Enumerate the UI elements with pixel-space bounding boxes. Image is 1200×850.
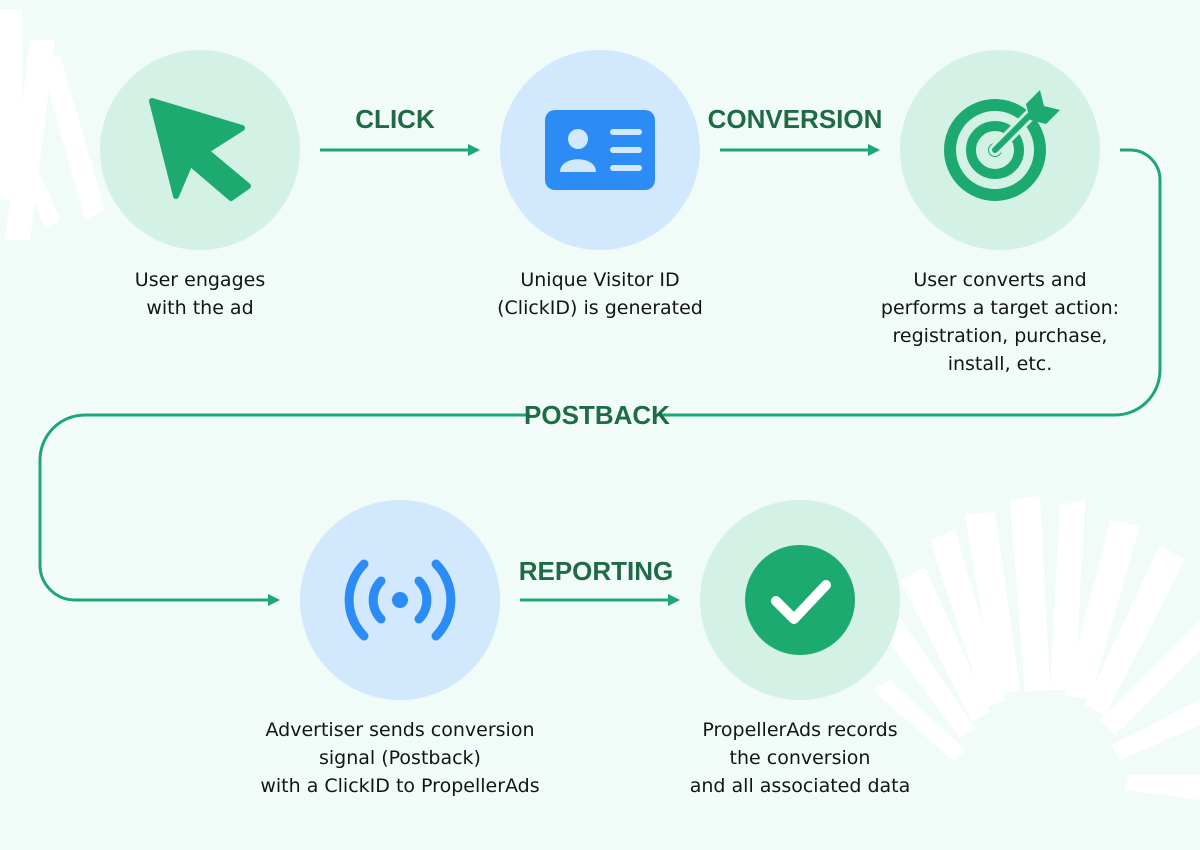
- node-postback-signal: [300, 500, 500, 700]
- postback-connector-left: [38, 413, 530, 606]
- record-caption-line: and all associated data: [689, 775, 911, 797]
- postback-signal-caption-line: signal (Postback): [319, 747, 481, 769]
- visitor-id-caption-line: Unique Visitor ID: [520, 269, 680, 291]
- cursor-icon: [149, 98, 251, 201]
- convert-caption-line: registration, purchase,: [892, 325, 1108, 347]
- conversion-label: CONVERSION: [708, 104, 883, 134]
- engage-caption: User engages with the ad: [50, 266, 350, 322]
- postback-label: POSTBACK: [524, 400, 670, 430]
- reporting-label: REPORTING: [519, 556, 674, 586]
- postback-signal-caption: Advertiser sends conversion signal (Post…: [240, 716, 560, 800]
- convert-caption-line: performs a target action:: [880, 297, 1120, 319]
- postback-signal-caption-line: Advertiser sends conversion: [265, 719, 535, 741]
- convert-caption-line: User converts and: [913, 269, 1087, 291]
- node-convert: [900, 50, 1100, 250]
- convert-caption: User converts and performs a target acti…: [850, 266, 1150, 378]
- id-card-icon: [545, 110, 655, 190]
- node-visitor-id: [500, 50, 700, 250]
- burst-decoration-right: [872, 496, 1200, 800]
- click-label: CLICK: [355, 104, 435, 134]
- postback-connector-right: [660, 148, 1162, 417]
- visitor-id-caption-line: (ClickID) is generated: [497, 297, 703, 319]
- check-circle-icon: [745, 545, 855, 655]
- engage-caption-line: with the ad: [146, 297, 254, 319]
- record-caption-line: PropellerAds records: [702, 719, 898, 741]
- node-record: [700, 500, 900, 700]
- signal-broadcast-icon: [344, 559, 456, 641]
- record-caption-line: the conversion: [729, 747, 871, 769]
- burst-decoration-left: [0, 10, 105, 240]
- postback-signal-caption-line: with a ClickID to PropellerAds: [260, 775, 540, 797]
- target-icon: [944, 90, 1060, 201]
- engage-caption-line: User engages: [134, 269, 266, 291]
- node-engage: [100, 50, 300, 250]
- convert-caption-line: install, etc.: [947, 353, 1053, 375]
- record-caption: PropellerAds records the conversion and …: [650, 716, 950, 800]
- visitor-id-caption: Unique Visitor ID (ClickID) is generated: [450, 266, 750, 322]
